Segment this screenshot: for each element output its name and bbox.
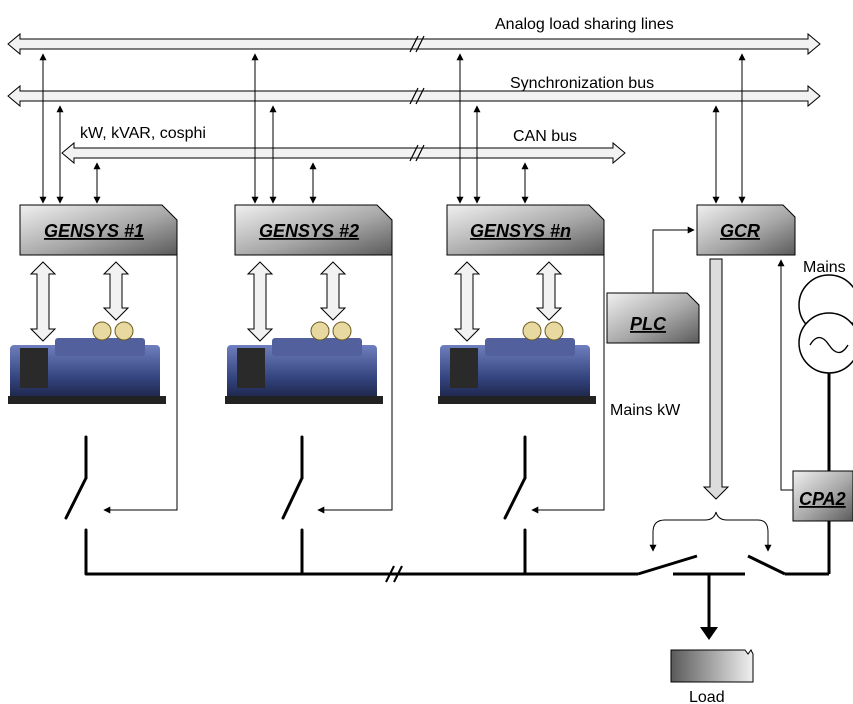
engine-2-image xyxy=(225,321,383,404)
mains-source: Mains xyxy=(798,259,853,574)
synchronization-bus: Synchronization bus xyxy=(7,75,821,108)
gensys-n-label: GENSYS #n xyxy=(470,221,571,241)
cpa2-to-gcr-arrow xyxy=(777,259,793,491)
plc-box: PLC xyxy=(606,292,700,344)
can-bus-note: kW, kVAR, cosphi xyxy=(80,125,206,142)
analog-bus-label: Analog load sharing lines xyxy=(495,16,674,33)
gensys-1-label: GENSYS #1 xyxy=(44,221,144,241)
coupling-bracket xyxy=(649,511,772,552)
load-box: Load xyxy=(670,649,754,704)
gensys-n-box: GENSYS #n xyxy=(446,204,605,256)
plc-to-gcr-arrow xyxy=(652,226,695,293)
gcr-label: GCR xyxy=(720,221,760,241)
coupling-breakers xyxy=(637,554,829,576)
load-feeder xyxy=(700,574,718,640)
sync-bus-label: Synchronization bus xyxy=(510,75,654,92)
analog-load-sharing-bus: Analog load sharing lines xyxy=(7,16,821,56)
gensys-1-box: GENSYS #1 xyxy=(19,204,178,256)
gensys-2-box: GENSYS #2 xyxy=(234,204,393,256)
load-label: Load xyxy=(689,689,725,704)
ac-sine-icon xyxy=(809,336,849,354)
engine-n-image xyxy=(438,321,596,404)
engine-1-image xyxy=(8,321,166,404)
gcr-box: GCR xyxy=(696,204,796,256)
breaker-control-lines xyxy=(103,255,605,514)
mains-kw-arrow: Mains kW xyxy=(610,258,730,500)
generator-breakers xyxy=(64,435,527,576)
can-bus-label: CAN bus xyxy=(513,128,577,145)
bus-connections xyxy=(39,53,746,204)
busbar-break-mark xyxy=(385,565,403,583)
cpa2-label: CPA2 xyxy=(799,489,846,509)
mains-label: Mains xyxy=(803,259,846,276)
cpa2-box: CPA2 xyxy=(792,470,853,522)
mains-transformer-lower xyxy=(798,312,853,374)
can-bus: CAN bus kW, kVAR, cosphi xyxy=(61,125,626,165)
mains-kw-label: Mains kW xyxy=(610,402,681,419)
gensys-2-label: GENSYS #2 xyxy=(259,221,359,241)
plc-label: PLC xyxy=(630,314,667,334)
gensys-engine-links xyxy=(29,261,563,342)
